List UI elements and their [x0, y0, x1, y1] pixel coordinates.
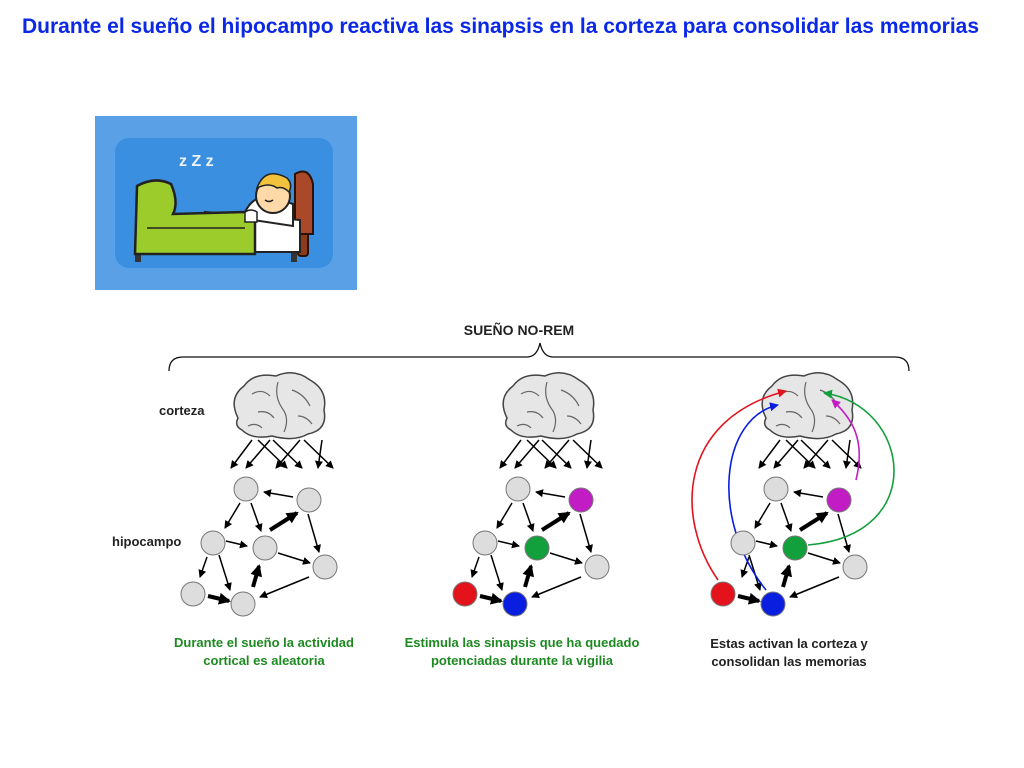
neuron-inactive	[505, 476, 531, 502]
hippocampus-connections	[737, 489, 851, 605]
caption-line-1: Estas activan la corteza y	[710, 636, 868, 651]
caption-line-1: Estimula las sinapsis que ha quedado	[405, 635, 640, 650]
hippocampus-connections	[198, 489, 321, 605]
neuron-inactive	[230, 591, 256, 617]
hippocampus-neurons	[180, 476, 338, 617]
cortex-random-arrows	[499, 439, 603, 469]
brain-icon	[502, 372, 595, 440]
neuron-inactive	[472, 530, 498, 556]
neuron-blue	[502, 591, 528, 617]
red-projection-arrow	[691, 388, 787, 581]
caption-line-1: Durante el sueño la actividad	[174, 635, 354, 650]
caption-line-2: potenciadas durante la vigilia	[431, 653, 614, 668]
page-title: Durante el sueño el hipocampo reactiva l…	[22, 15, 980, 38]
neuron-red	[452, 581, 478, 607]
neuron-inactive	[584, 554, 610, 580]
neuron-inactive	[842, 554, 868, 580]
hippocampus-neurons	[452, 476, 610, 617]
panel-random-activity: Durante el sueño la actividad cortical e…	[174, 372, 354, 668]
neuron-green	[782, 535, 808, 561]
magenta-projection-arrow	[831, 399, 861, 481]
phase-brace	[168, 342, 910, 372]
neuron-inactive	[763, 476, 789, 502]
neuron-inactive	[296, 487, 322, 513]
cortex-activation-arrows	[691, 388, 895, 591]
green-projection-arrow	[807, 389, 895, 546]
neuron-inactive	[312, 554, 338, 580]
neuron-green	[524, 535, 550, 561]
panel-cortex-consolidation: Estas activan la corteza y consolidan la…	[691, 372, 895, 669]
caption-line-2: cortical es aleatoria	[203, 653, 325, 668]
cortex-random-arrows	[230, 439, 334, 469]
panel-potentiated-synapses: Estimula las sinapsis que ha quedado pot…	[405, 372, 640, 668]
neuron-inactive	[180, 581, 206, 607]
hippocampus-connections	[470, 489, 593, 605]
neuron-inactive	[252, 535, 278, 561]
neuron-inactive	[233, 476, 259, 502]
neuron-red	[710, 581, 736, 607]
cortex-random-arrows	[758, 439, 862, 469]
phase-label: SUEÑO NO-REM	[464, 321, 574, 338]
caption-line-2: consolidan las memorias	[711, 654, 866, 669]
cortex-label: corteza	[159, 403, 205, 418]
sleep-zzz-text: z Z z	[179, 153, 214, 170]
neuron-magenta	[826, 487, 852, 513]
blue-projection-arrow	[728, 402, 779, 591]
hippocampus-label: hipocampo	[112, 534, 181, 549]
neuron-inactive	[200, 530, 226, 556]
sleeping-child-illustration: z Z z	[95, 116, 357, 290]
neuron-blue	[760, 591, 786, 617]
hippocampus-neurons	[710, 476, 868, 617]
brain-icon	[233, 372, 326, 440]
neuron-inactive	[730, 530, 756, 556]
neuron-magenta	[568, 487, 594, 513]
